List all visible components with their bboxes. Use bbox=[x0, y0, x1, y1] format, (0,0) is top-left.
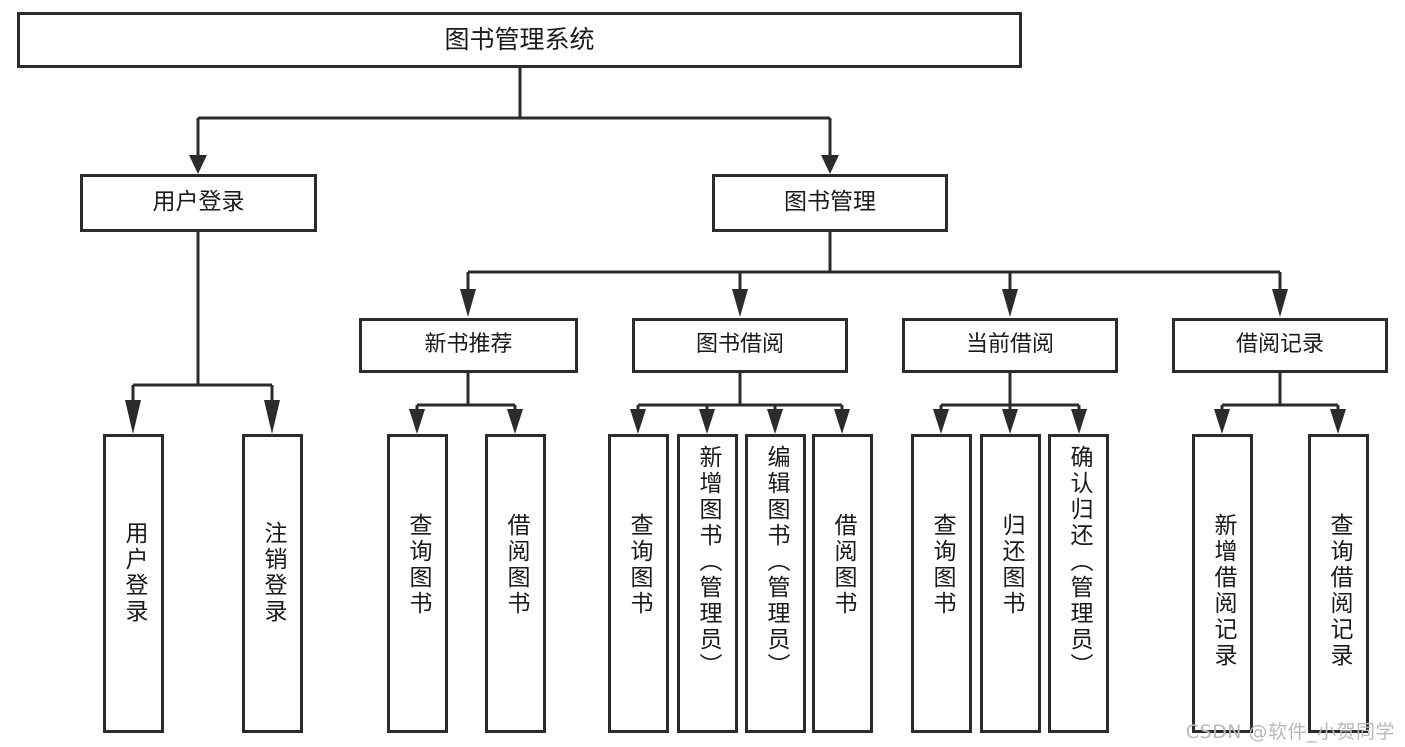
leaf-borrow-record-add[interactable]: 新增借阅记录 bbox=[1192, 434, 1253, 733]
arrow-new-book-leaf2 bbox=[507, 409, 523, 434]
leaf-label: 注销登录 bbox=[260, 521, 286, 625]
leaf-label: 确认归还（管理员） bbox=[1066, 445, 1092, 679]
leaf-book-borrow-edit[interactable]: 编辑图书（管理员） bbox=[745, 434, 806, 733]
leaf-current-borrow-confirm[interactable]: 确认归还（管理员） bbox=[1048, 434, 1109, 733]
leaf-book-borrow-borrow[interactable]: 借阅图书 bbox=[812, 434, 873, 733]
arrow-to-borrow-record bbox=[1272, 289, 1288, 317]
arrow-to-book-manage bbox=[821, 155, 839, 174]
arrow-user-login-leaf1 bbox=[125, 400, 141, 434]
leaf-label: 新增图书（管理员） bbox=[695, 445, 721, 679]
node-new-book-recommend[interactable]: 新书推荐 bbox=[359, 318, 578, 373]
arrow-book-borrow-leaf2 bbox=[699, 409, 715, 434]
node-current-borrow[interactable]: 当前借阅 bbox=[902, 318, 1118, 373]
node-book-borrow[interactable]: 图书借阅 bbox=[632, 318, 848, 373]
leaf-label: 归还图书 bbox=[998, 513, 1024, 617]
arrow-to-current-borrow bbox=[1002, 289, 1018, 317]
leaf-user-login-logout[interactable]: 注销登录 bbox=[242, 434, 303, 733]
arrow-to-book-borrow bbox=[732, 289, 748, 317]
leaf-label: 编辑图书（管理员） bbox=[763, 445, 789, 679]
leaf-new-book-borrow[interactable]: 借阅图书 bbox=[485, 434, 546, 733]
leaf-label: 查询图书 bbox=[405, 513, 431, 617]
leaf-borrow-record-query[interactable]: 查询借阅记录 bbox=[1308, 434, 1369, 733]
arrow-current-borrow-leaf1 bbox=[933, 409, 949, 434]
arrow-borrow-record-leaf1 bbox=[1214, 409, 1230, 434]
node-book-manage[interactable]: 图书管理 bbox=[712, 174, 948, 232]
arrow-to-new-book bbox=[460, 289, 476, 317]
node-borrow-record[interactable]: 借阅记录 bbox=[1172, 318, 1388, 373]
leaf-new-book-query[interactable]: 查询图书 bbox=[387, 434, 448, 733]
arrow-new-book-leaf1 bbox=[409, 409, 425, 434]
arrow-current-borrow-leaf3 bbox=[1071, 409, 1087, 434]
leaf-label: 新增借阅记录 bbox=[1210, 513, 1236, 669]
node-root-system[interactable]: 图书管理系统 bbox=[17, 12, 1022, 68]
arrow-book-borrow-leaf1 bbox=[630, 409, 646, 434]
arrow-user-login-leaf2 bbox=[264, 400, 280, 434]
leaf-current-borrow-return[interactable]: 归还图书 bbox=[980, 434, 1041, 733]
arrow-borrow-record-leaf2 bbox=[1330, 409, 1346, 434]
node-user-login[interactable]: 用户登录 bbox=[80, 174, 317, 232]
arrow-to-user-login bbox=[189, 155, 207, 174]
leaf-label: 查询图书 bbox=[626, 513, 652, 617]
leaf-label: 借阅图书 bbox=[830, 513, 856, 617]
leaf-book-borrow-add[interactable]: 新增图书（管理员） bbox=[677, 434, 738, 733]
leaf-label: 查询借阅记录 bbox=[1326, 513, 1352, 669]
leaf-label: 借阅图书 bbox=[503, 513, 529, 617]
leaf-label: 用户登录 bbox=[121, 521, 147, 625]
leaf-book-borrow-query[interactable]: 查询图书 bbox=[608, 434, 669, 733]
leaf-label: 查询图书 bbox=[929, 513, 955, 617]
csdn-watermark: CSDN @软件_小贺同学 bbox=[1185, 721, 1395, 743]
leaf-current-borrow-query[interactable]: 查询图书 bbox=[911, 434, 972, 733]
arrow-book-borrow-leaf4 bbox=[834, 409, 850, 434]
arrow-current-borrow-leaf2 bbox=[1002, 409, 1018, 434]
arrow-book-borrow-leaf3 bbox=[767, 409, 783, 434]
leaf-user-login-login[interactable]: 用户登录 bbox=[103, 434, 164, 733]
